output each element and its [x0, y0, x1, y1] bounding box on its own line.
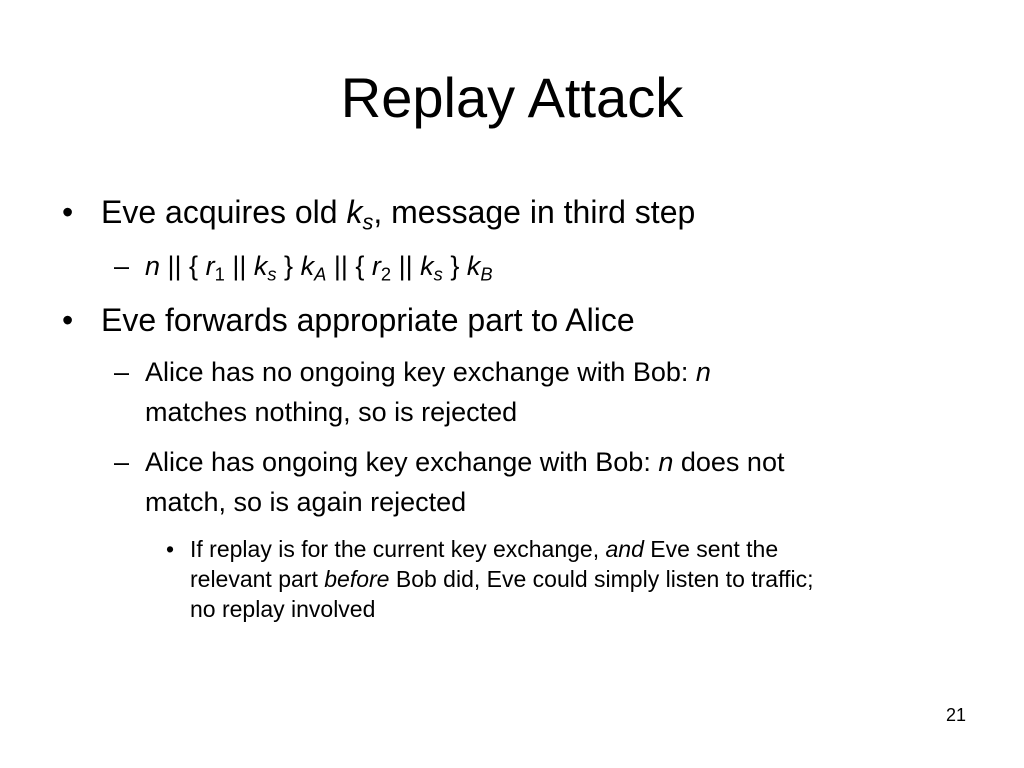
text-segment: does not — [673, 447, 785, 477]
text-segment: matches nothing, so is rejected — [145, 397, 518, 427]
text-segment: Eve sent the — [643, 536, 779, 562]
text-segment: Eve forwards appropriate part to Alice — [101, 302, 635, 338]
bullet-level-1-line: Eve forwards appropriate part to Alice — [101, 302, 635, 338]
text-segment: Bob did, Eve could simply listen to traf… — [389, 566, 814, 592]
text-segment: before — [324, 566, 390, 592]
bullet-marker: • — [62, 302, 74, 338]
text-segment: B — [480, 263, 493, 285]
text-segment: s — [433, 263, 443, 285]
text-segment: Eve acquires old — [101, 194, 347, 230]
text-segment: k — [253, 251, 268, 281]
bullet-level-2-line: matches nothing, so is rejected — [145, 396, 517, 428]
bullet-level-2-line: Alice has ongoing key exchange with Bob:… — [145, 446, 784, 478]
text-segment: A — [314, 263, 327, 285]
bullet-level-2-line: match, so is again rejected — [145, 486, 466, 518]
text-segment: k — [466, 251, 481, 281]
text-segment: } — [276, 251, 301, 281]
bullet-level-2-line: Alice has no ongoing key exchange with B… — [145, 356, 711, 388]
text-segment: k — [420, 251, 434, 281]
text-segment: 1 — [214, 263, 225, 285]
dash-marker: – — [114, 447, 130, 477]
text-segment: If replay is for the current key exchang… — [190, 536, 606, 562]
text-segment: || { — [160, 251, 206, 281]
text-segment: s — [267, 263, 277, 285]
bullet-level-1-line: Eve acquires old ks, message in third st… — [101, 194, 696, 233]
text-segment: and — [605, 536, 644, 562]
text-segment: s — [362, 209, 374, 235]
text-segment: no replay involved — [190, 596, 376, 622]
text-segment: Alice has no ongoing key exchange with B… — [145, 357, 696, 387]
text-segment: n — [658, 447, 674, 477]
text-segment: || — [391, 251, 421, 281]
text-segment: r — [205, 251, 215, 281]
text-segment: } — [442, 251, 467, 281]
bullet-level-2-line: n || { r1 || ks } kA || { r2 || ks } kB — [145, 250, 493, 285]
text-segment: , message in third step — [373, 194, 696, 230]
text-segment: || { — [326, 251, 372, 281]
dash-marker: – — [114, 251, 130, 281]
text-segment: 2 — [380, 263, 392, 285]
text-segment: r — [371, 251, 381, 281]
text-segment: n — [695, 357, 711, 387]
bullet-level-3-line: no replay involved — [190, 596, 375, 623]
page-number: 21 — [945, 705, 966, 725]
text-segment: Alice has ongoing key exchange with Bob: — [145, 447, 659, 477]
dash-marker: – — [114, 357, 130, 387]
text-segment: n — [145, 251, 161, 281]
bullet-level-3-line: If replay is for the current key exchang… — [190, 536, 778, 563]
text-segment: k — [346, 194, 363, 230]
slide-title: Replay Attack — [340, 66, 684, 129]
text-segment: match, so is again rejected — [145, 487, 467, 517]
text-segment: k — [300, 251, 315, 281]
bullet-level-3-line: relevant part before Bob did, Eve could … — [190, 566, 813, 593]
text-segment: relevant part — [190, 566, 325, 592]
bullet-marker: • — [62, 194, 74, 230]
text-segment: || — [224, 251, 254, 281]
bullet-marker: • — [166, 536, 175, 562]
